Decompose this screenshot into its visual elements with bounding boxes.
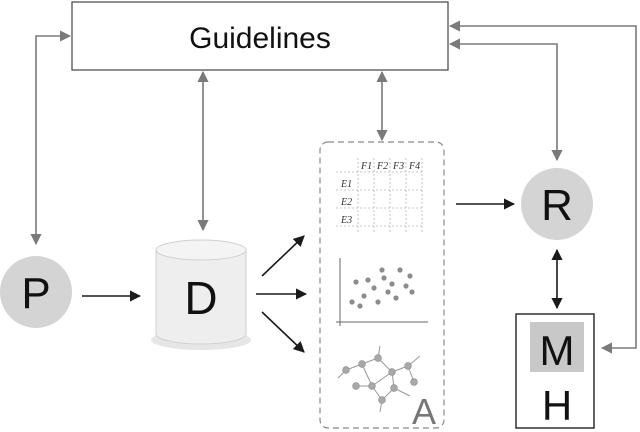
arrow-guidelines-r	[448, 38, 563, 162]
arrow-d-matrix	[261, 235, 305, 277]
network-graph-icon	[337, 345, 421, 413]
matrix-col-f1: F1	[360, 161, 372, 172]
node-d-cylinder: D	[151, 239, 251, 350]
matrix-col-f4: F4	[408, 161, 420, 172]
arrow-guidelines-m	[448, 20, 637, 354]
matrix-row-e3: E3	[340, 215, 352, 226]
feature-matrix: F1 F2 F3 F4 E1 E2 E3	[336, 158, 424, 232]
node-d-label: D	[184, 272, 217, 324]
guidelines-label: Guidelines	[189, 22, 331, 55]
matrix-col-f3: F3	[392, 161, 404, 172]
mh-box: M H	[515, 313, 595, 429]
matrix-row-e1: E1	[340, 179, 352, 190]
node-p-label: P	[21, 269, 50, 318]
node-r-label: R	[541, 181, 573, 230]
gray-connectors	[30, 20, 637, 354]
guidelines-box: Guidelines	[71, 1, 449, 71]
node-h-label: H	[542, 382, 572, 429]
node-r: R	[521, 168, 593, 240]
arrow-d-network	[261, 311, 305, 353]
scatter-plot-icon	[336, 258, 428, 326]
dark-connectors	[82, 198, 563, 353]
matrix-col-f2: F2	[376, 161, 388, 172]
node-a-label: A	[412, 391, 436, 432]
arrow-guidelines-p	[30, 30, 72, 246]
node-m-label: M	[540, 327, 575, 374]
matrix-row-e2: E2	[340, 197, 352, 208]
m-highlight	[530, 322, 584, 372]
node-p: P	[0, 256, 72, 328]
analysis-panel: F1 F2 F3 F4 E1 E2 E3	[319, 141, 445, 432]
